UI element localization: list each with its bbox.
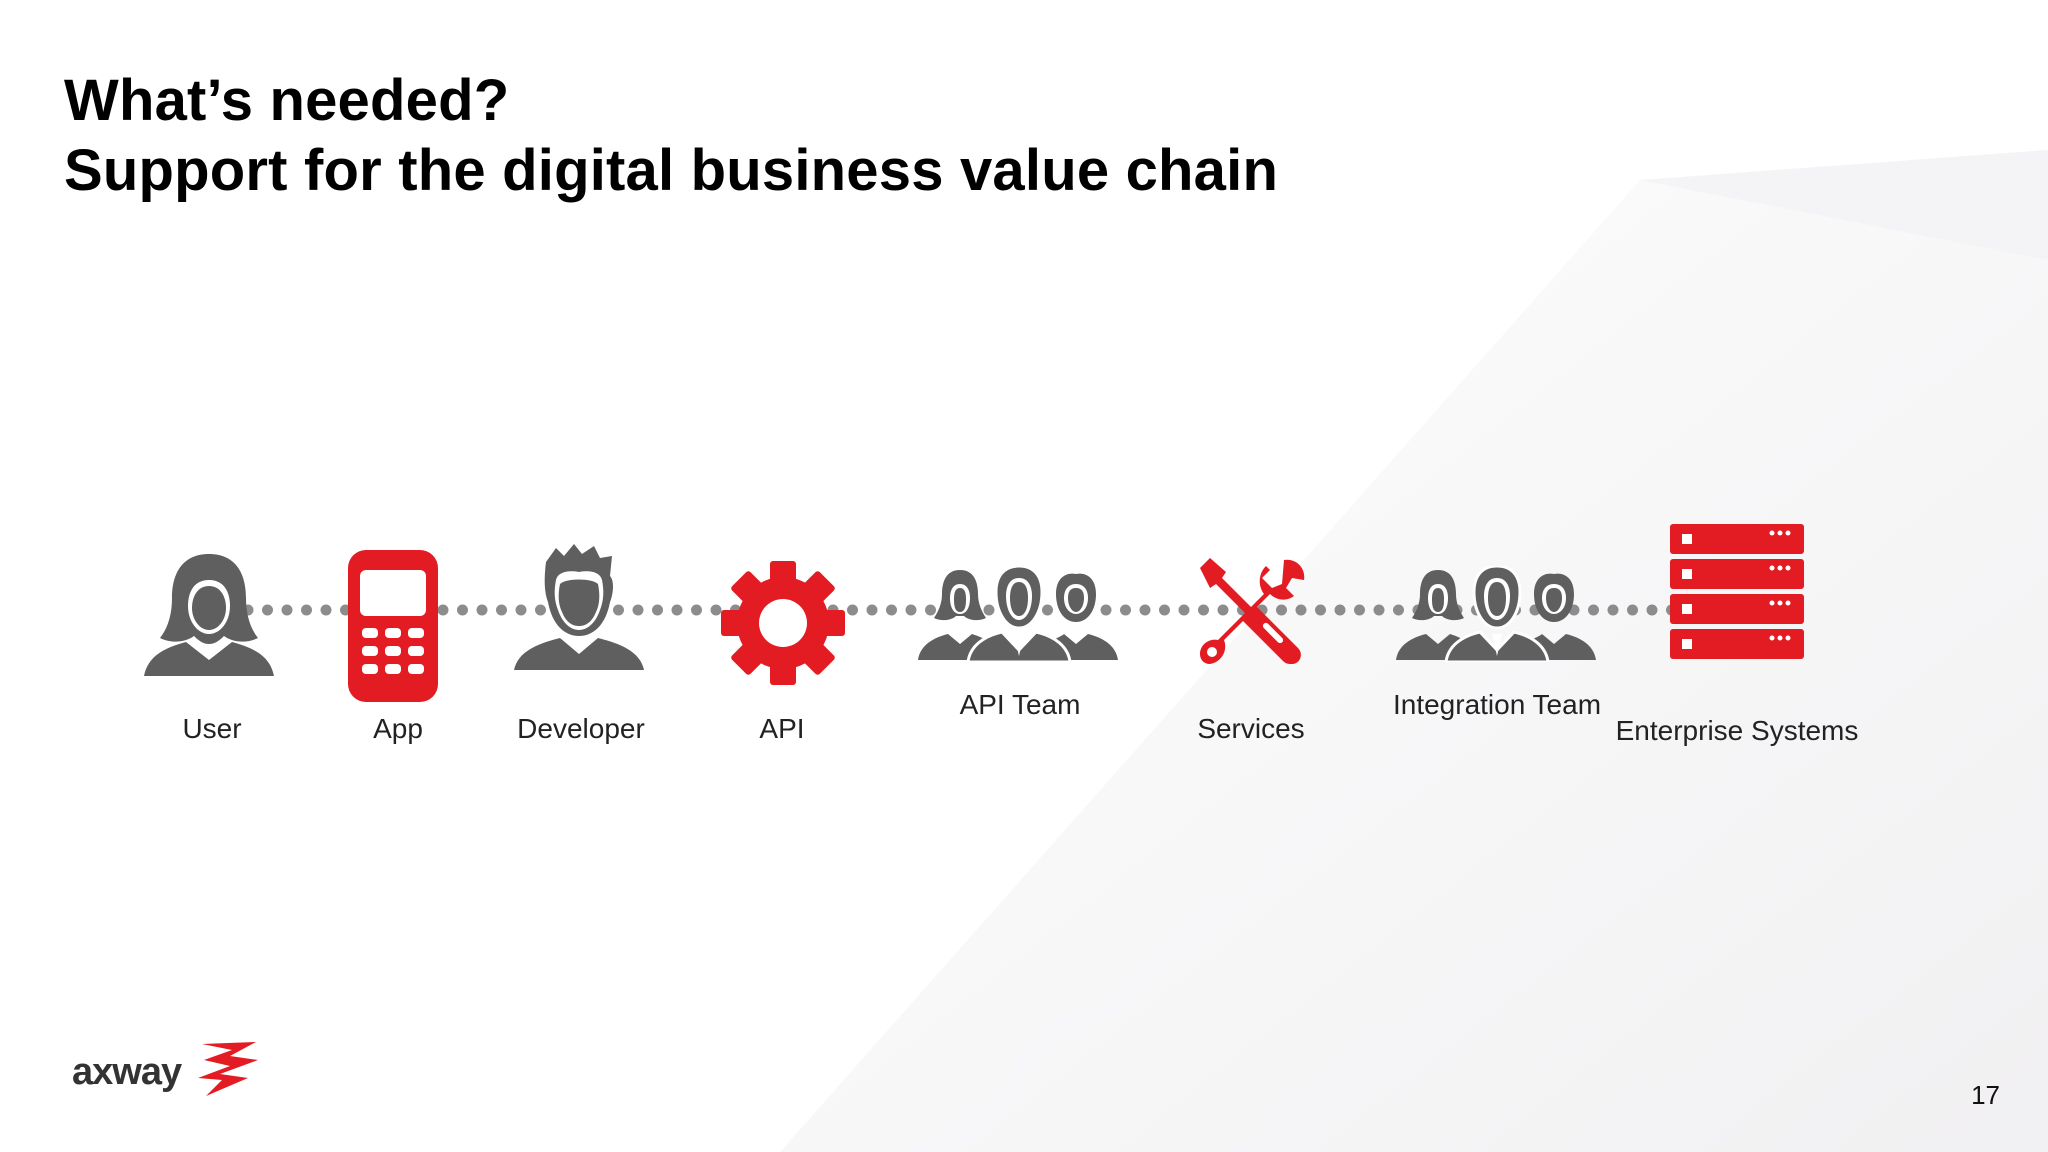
label-api-team: API Team — [959, 689, 1081, 720]
label-user: User — [182, 713, 242, 744]
api-team-icon — [918, 566, 1120, 662]
gear-icon — [720, 560, 846, 686]
logo-wordmark: axway — [72, 1051, 182, 1093]
page-number: 17 — [1971, 1080, 2000, 1110]
axway-logo: axway — [70, 1034, 270, 1109]
title-line-2: Support for the digital business value c… — [64, 138, 1279, 203]
label-api: API — [759, 713, 805, 744]
wrench-screwdriver-icon — [1196, 556, 1308, 668]
label-services: Services — [1197, 713, 1305, 744]
label-developer: Developer — [517, 713, 645, 744]
label-app: App — [373, 713, 423, 744]
label-enterprise-systems: Enterprise Systems — [1615, 715, 1859, 746]
label-integration-team: Integration Team — [1392, 689, 1602, 720]
male-developer-icon — [512, 542, 646, 672]
title-line-1: What’s needed? — [64, 68, 510, 133]
mobile-phone-icon — [346, 548, 440, 704]
server-rack-icon — [1670, 524, 1804, 662]
female-user-icon — [142, 552, 276, 678]
slide-title: What’s needed? Support for the digital b… — [64, 66, 1278, 206]
logo-mark-icon — [198, 1042, 258, 1096]
integration-team-icon — [1396, 566, 1598, 662]
